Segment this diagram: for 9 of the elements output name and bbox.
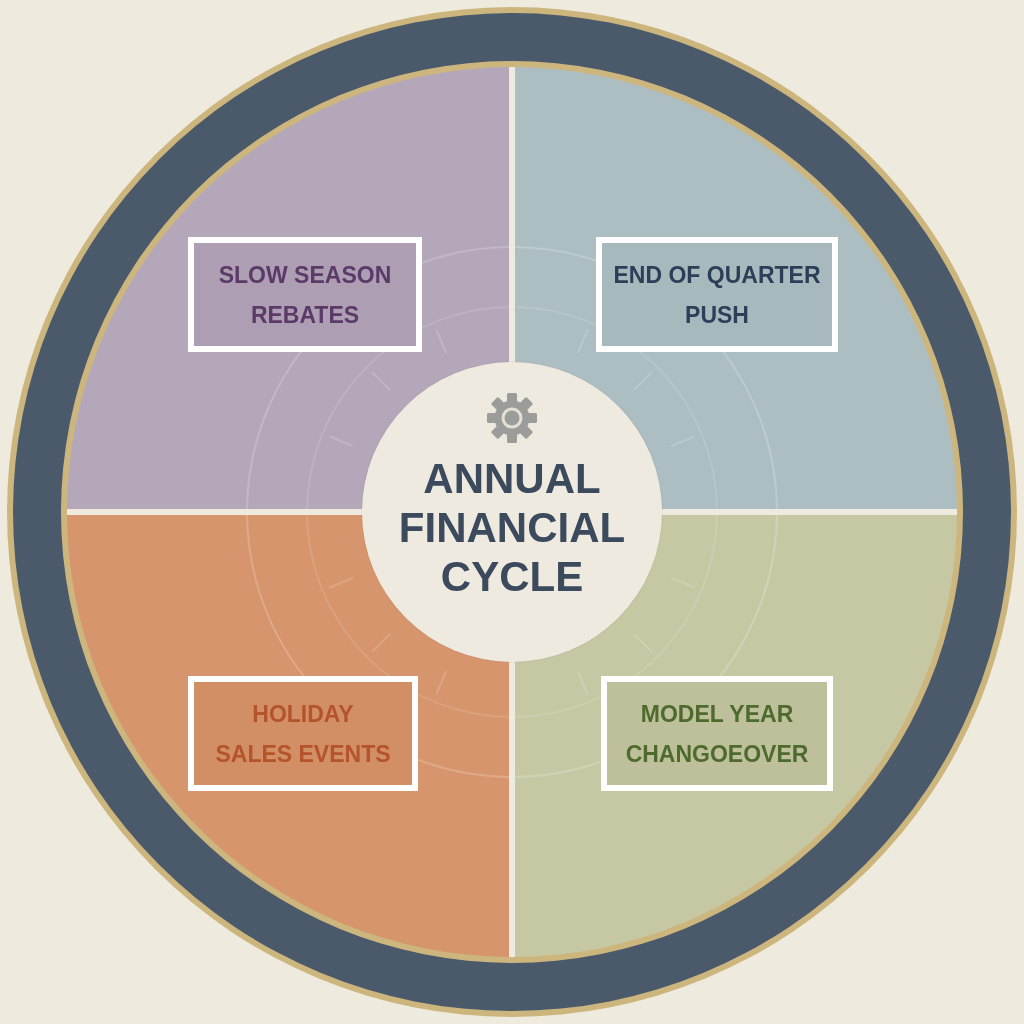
center-title: ANNUAL FINANCIAL CYCLE: [397, 454, 627, 601]
phase-card: [601, 676, 833, 791]
phase-card: [596, 237, 838, 352]
phase-label: END OF QUARTER PUSH: [612, 260, 822, 330]
phase-card: [188, 676, 418, 791]
phase-card: [188, 237, 422, 352]
phase-label: MODEL YEAR CHANGOEOVER: [624, 699, 810, 769]
phase-label: SLOW SEASON REBATES: [217, 260, 393, 330]
phase-label: HOLIDAY SALES EVENTS: [214, 699, 392, 769]
